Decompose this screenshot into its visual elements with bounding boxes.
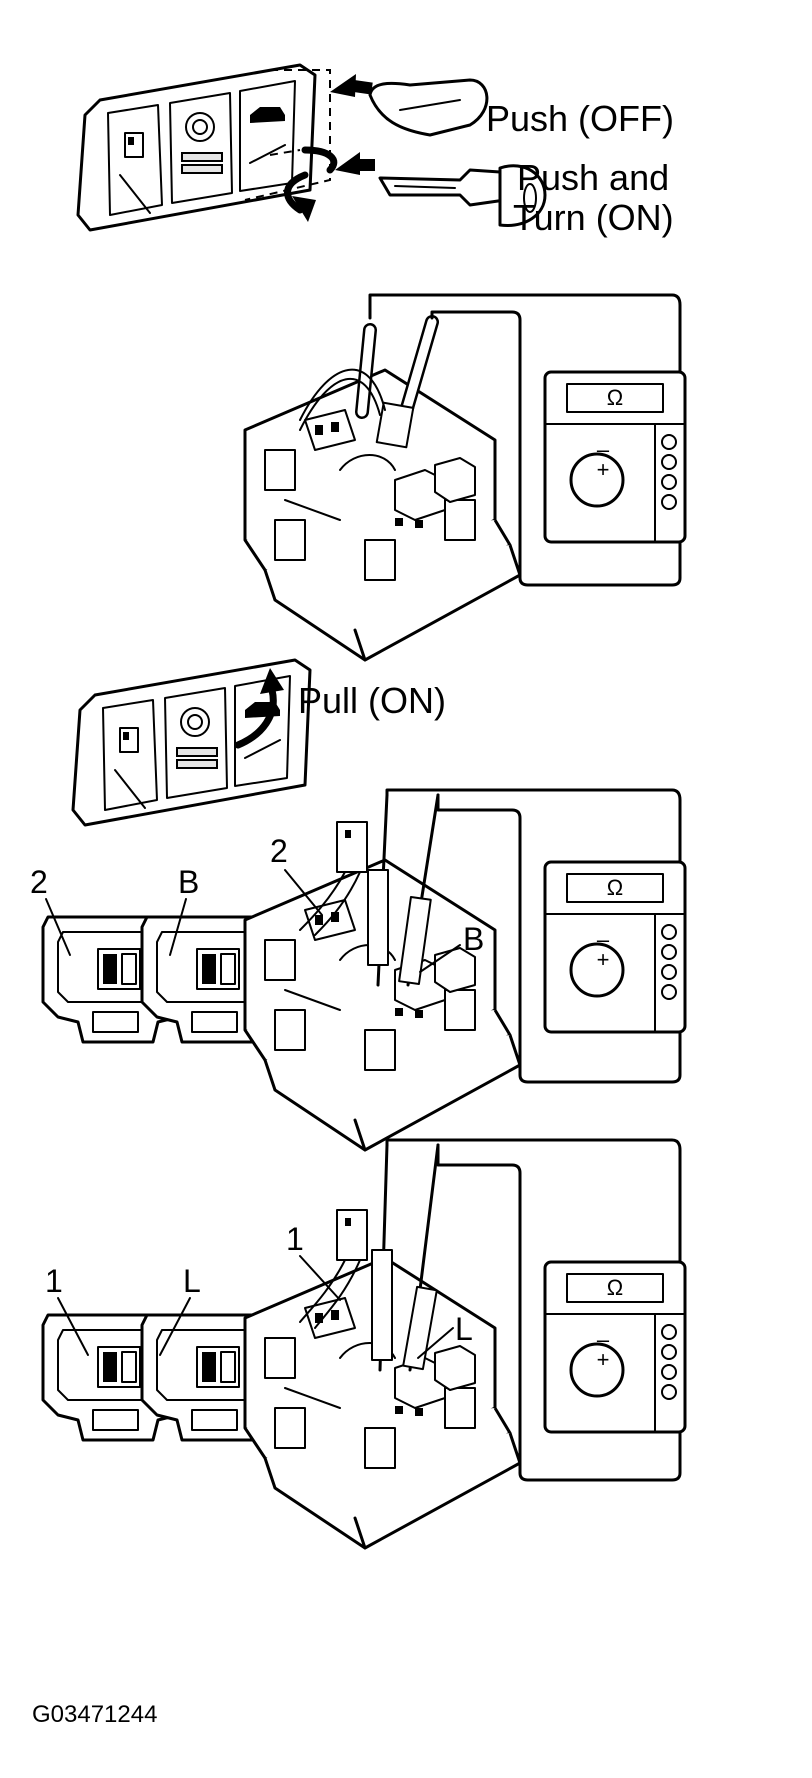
meter-leads-2 xyxy=(385,788,682,1084)
probe-pair-3 xyxy=(371,1143,440,1372)
pin-1-leader xyxy=(57,1297,89,1356)
pin-1-label: 1 xyxy=(45,1263,63,1299)
pin-2-label: 2 xyxy=(30,864,48,900)
probe-1-leader xyxy=(299,1255,341,1301)
pin-b-label: B xyxy=(178,864,199,900)
pin-b-leader xyxy=(169,898,187,956)
push-arrow-icon xyxy=(330,74,373,97)
probe-1-label: 1 xyxy=(286,1221,304,1257)
push-off-label: Push (OFF) xyxy=(486,98,674,139)
pin-l-leader xyxy=(159,1297,191,1356)
figure-code: G03471244 xyxy=(32,1701,157,1728)
probe-b-leader xyxy=(419,944,461,973)
meter-plus: + xyxy=(597,947,610,972)
probe-l-label: L xyxy=(455,1311,473,1347)
switch-panel-top xyxy=(76,63,317,232)
probe-b-label: B xyxy=(463,921,484,957)
probe-2-label: 2 xyxy=(270,833,288,869)
probe-pair-1 xyxy=(299,315,439,449)
pin-l-label: L xyxy=(183,1263,201,1299)
turn-on-label: Turn (ON) xyxy=(513,197,674,238)
probe-l-leader xyxy=(417,1327,454,1359)
push-and-label: Push and xyxy=(517,157,669,198)
ohmmeter-3: Ω – + xyxy=(543,1260,687,1434)
meter-leads-3 xyxy=(385,1138,682,1482)
pin-2-leader xyxy=(45,898,71,956)
meter-minus: – xyxy=(597,437,610,462)
pull-on-label: Pull (ON) xyxy=(298,680,446,721)
push-turn-arrow-icon xyxy=(335,152,375,175)
probe-2-leader xyxy=(284,869,323,916)
meter-minus: – xyxy=(597,1327,610,1352)
meter-minus: – xyxy=(597,927,610,952)
finger-icon xyxy=(368,78,489,137)
meter-leads-1 xyxy=(368,293,682,587)
key-icon xyxy=(378,164,547,227)
meter-plus: + xyxy=(597,1347,610,1372)
meter-plus: + xyxy=(597,457,610,482)
meter-ohm-symbol: Ω xyxy=(607,875,623,900)
pull-arrow-icon xyxy=(234,668,284,749)
ohmmeter-2: Ω – + xyxy=(543,860,687,1034)
ohmmeter-1: Ω – + xyxy=(543,370,687,544)
meter-ohm-symbol: Ω xyxy=(607,1275,623,1300)
probe-pair-2 xyxy=(367,793,440,987)
rotate-arrow-icon xyxy=(284,146,338,222)
cable-connector-1 xyxy=(299,1209,368,1329)
cable-connector-2 xyxy=(299,821,368,936)
meter-ohm-symbol: Ω xyxy=(607,385,623,410)
